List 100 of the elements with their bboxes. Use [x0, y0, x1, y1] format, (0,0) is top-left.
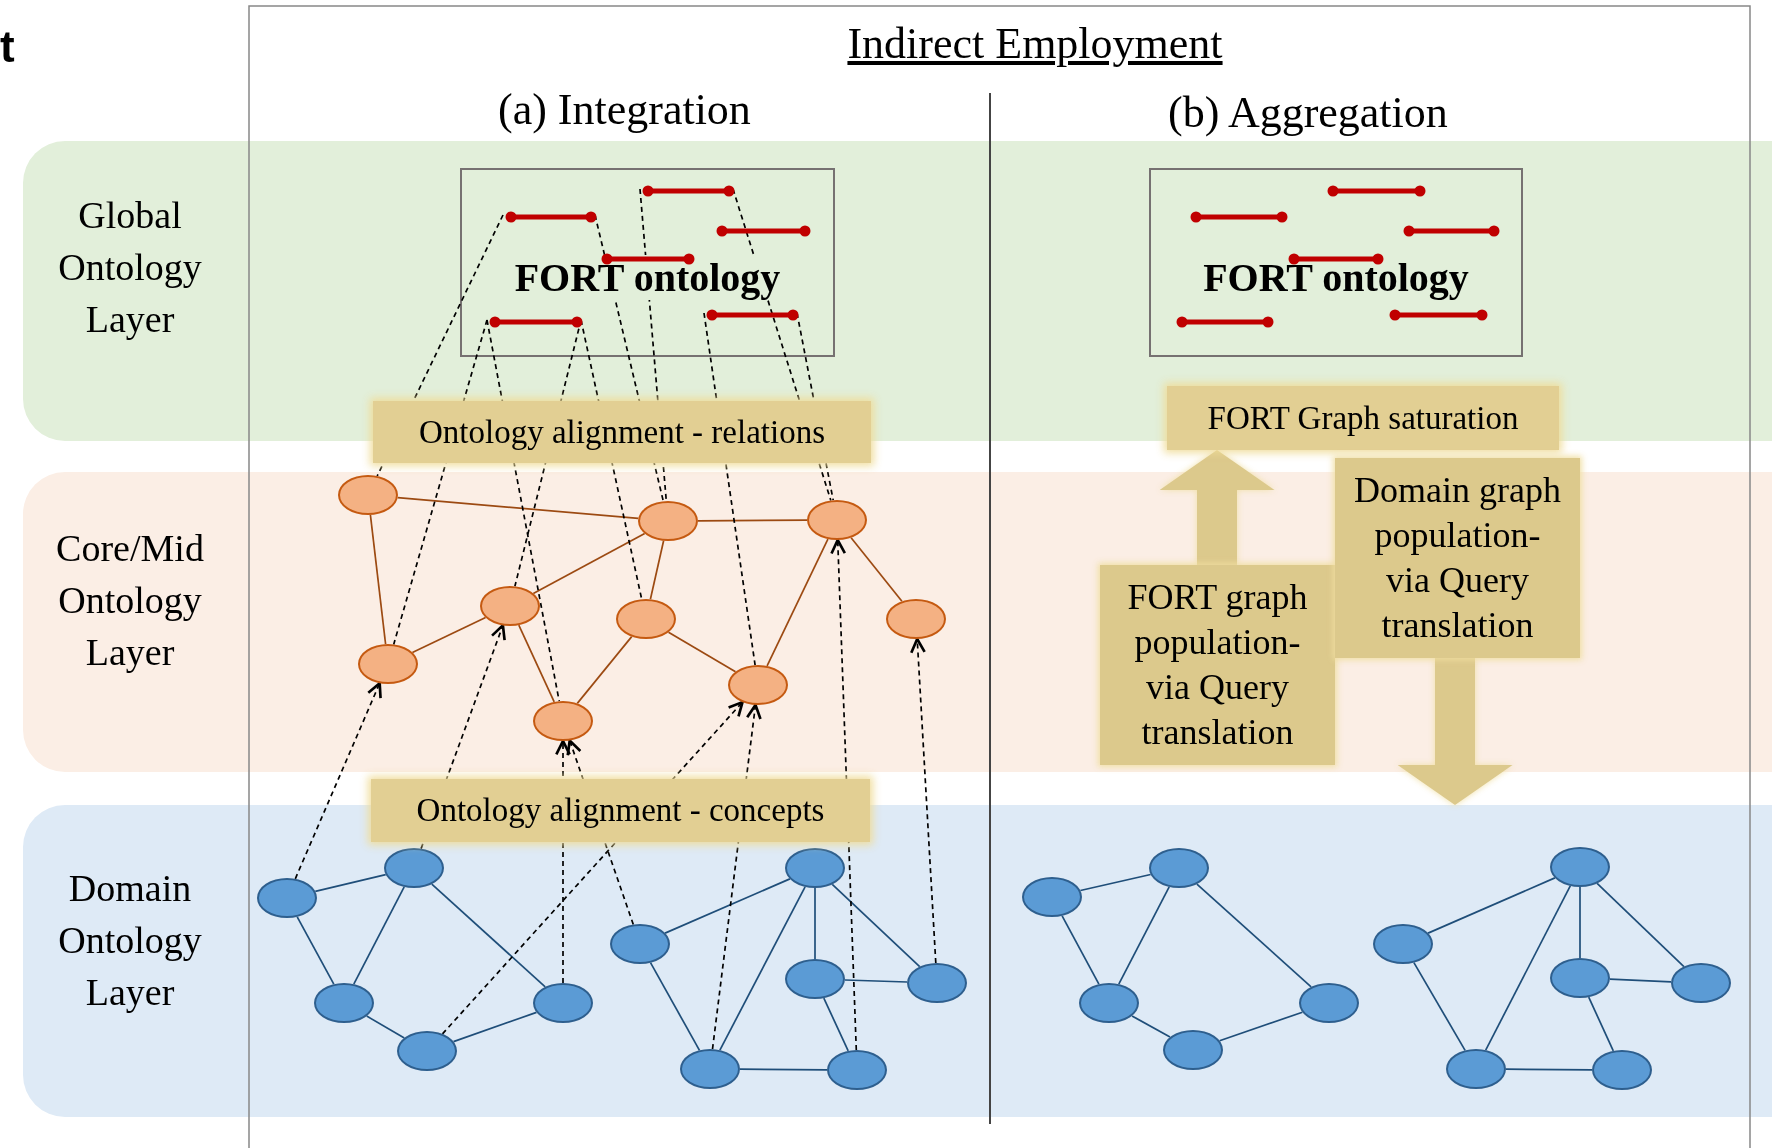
ontology-node: [257, 878, 317, 918]
connector-line: [739, 1068, 828, 1071]
connector-line: [719, 886, 806, 1051]
ontology-box: [1149, 168, 1523, 357]
ontology-node: [785, 959, 845, 999]
connector-line: [532, 532, 646, 595]
connector-line: [1196, 883, 1312, 988]
relation-segment: [601, 253, 695, 265]
relation-segment: [1190, 211, 1288, 223]
connector-line: [703, 312, 756, 666]
ontology-node: [1163, 1030, 1223, 1070]
relation-segment: [1176, 316, 1274, 328]
connector-line: [766, 538, 829, 667]
connector-line: [822, 997, 850, 1052]
connector-line: [697, 519, 808, 522]
block-arrow: [1397, 658, 1513, 805]
connector-line: [452, 1011, 538, 1043]
ontology-node: [610, 924, 670, 964]
ontology-box: [460, 168, 835, 357]
ontology-node: [1299, 983, 1359, 1023]
connector-line: [1596, 882, 1685, 968]
connector-line: [1609, 978, 1672, 983]
connector-line: [396, 496, 640, 520]
process-label: FORT graph population- via Query translation: [1126, 576, 1309, 754]
connector-line: [639, 188, 668, 502]
relation-segment: [1288, 253, 1384, 265]
ontology-node: [680, 1049, 740, 1089]
relation-segment: [716, 225, 811, 237]
ontology-node: [728, 665, 788, 705]
connector-line: [814, 887, 816, 960]
relation-segment: [489, 316, 583, 328]
panel-heading: (a) Integration: [498, 84, 751, 136]
connector-line: [1413, 961, 1466, 1052]
ontology-node: [1446, 1049, 1506, 1089]
connector-line: [430, 883, 547, 988]
ontology-node: [533, 983, 593, 1023]
ontology-node: [384, 848, 444, 888]
relation-segment: [1403, 225, 1500, 237]
ontology-node: [1592, 1050, 1652, 1090]
connector-line: [850, 536, 903, 603]
ontology-node: [638, 501, 698, 541]
connector-line: [1505, 1068, 1593, 1071]
alignment-label: Ontology alignment - relations: [373, 401, 871, 463]
ontology-node: [1149, 848, 1209, 888]
connector-line: [352, 886, 406, 985]
connector-line: [392, 319, 488, 646]
relation-segment: [642, 185, 735, 197]
ontology-node: [616, 599, 676, 639]
ontology-node: [358, 644, 418, 684]
partial-letter: t: [0, 22, 15, 72]
connector-line: [667, 631, 737, 673]
arrow: [441, 700, 744, 1035]
arrow: [294, 681, 382, 880]
ontology-node: [314, 983, 374, 1023]
alignment-label: Ontology alignment - concepts: [371, 779, 870, 842]
relation-segment: [505, 211, 597, 223]
connector-line: [576, 635, 633, 705]
connector-line: [1131, 1015, 1171, 1038]
connector-line: [365, 1015, 406, 1039]
arrow: [555, 739, 571, 984]
arrow: [420, 624, 506, 850]
relation-segment: [706, 309, 799, 321]
connector-line: [369, 514, 387, 645]
connector-line: [664, 878, 791, 934]
relation-segment: [1327, 185, 1426, 197]
panel-heading: (b) Aggregation: [1168, 87, 1448, 139]
process-label: FORT Graph saturation: [1207, 399, 1519, 438]
connector-line: [831, 883, 921, 968]
connector-line: [1218, 1011, 1304, 1042]
connector-line: [1579, 886, 1581, 959]
block-arrow-body: [1335, 458, 1580, 658]
connector-line: [376, 214, 504, 477]
connector-line: [1079, 873, 1152, 892]
layer-label: Global Ontology Layer: [57, 193, 203, 342]
ontology-node: [1550, 958, 1610, 998]
arrow: [566, 739, 635, 926]
connector-line: [1117, 886, 1171, 985]
relation-segment: [1389, 309, 1488, 321]
diagram-title: Indirect Employment: [847, 19, 1223, 68]
ontology-node: [827, 1050, 887, 1090]
ontology-node: [785, 848, 845, 888]
connector-line: [411, 616, 487, 654]
block-arrow-body: [1100, 565, 1335, 765]
connector-line: [649, 539, 665, 601]
arrow: [830, 538, 858, 1051]
ontology-node: [1550, 847, 1610, 887]
connector-line: [486, 319, 561, 703]
ontology-node: [886, 599, 946, 639]
ontology-node: [480, 586, 540, 626]
block-arrow: [1159, 450, 1275, 565]
ontology-title: FORT ontology: [514, 255, 781, 300]
ontology-node: [1373, 924, 1433, 964]
ontology-node: [533, 701, 593, 741]
connector-line: [314, 873, 387, 893]
connector-line: [296, 915, 335, 986]
layer-label: Domain Ontology Layer: [57, 866, 203, 1015]
connector-line: [1484, 885, 1572, 1051]
ontology-node: [338, 475, 398, 515]
arrow: [910, 637, 937, 964]
connector-line: [732, 188, 832, 502]
